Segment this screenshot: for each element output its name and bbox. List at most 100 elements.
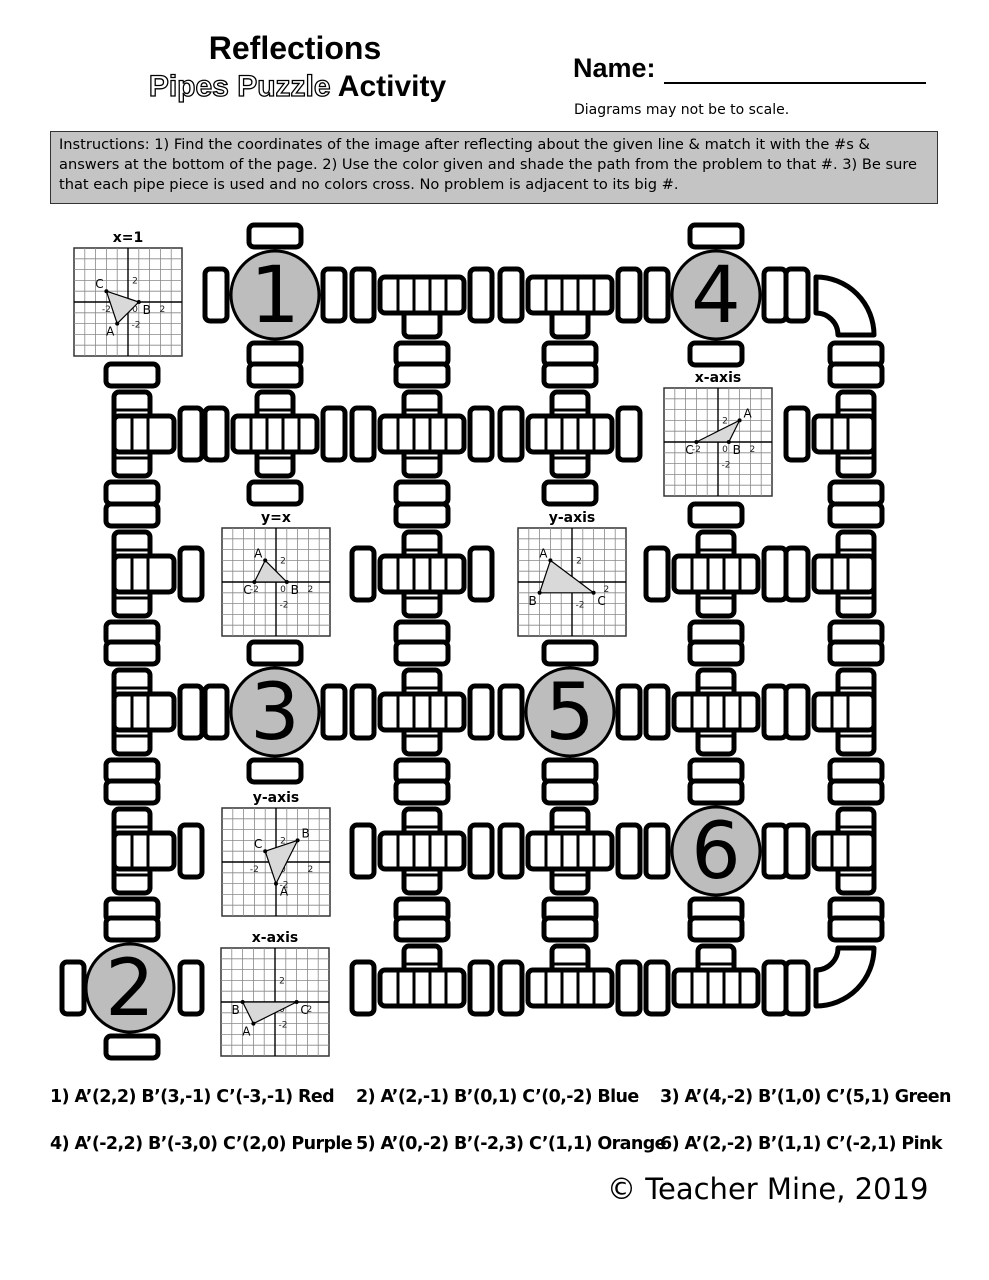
pipe-piece-r2-c2[interactable]	[202, 361, 348, 507]
pipe-end-left[interactable]	[783, 405, 811, 463]
pipe-end-right[interactable]	[177, 683, 205, 741]
pipe-end-top[interactable]	[687, 501, 745, 529]
pipe-end-right[interactable]	[467, 683, 495, 741]
pipe-end-left[interactable]	[643, 959, 671, 1017]
pipe-piece-r4-c3[interactable]	[349, 639, 495, 785]
pipe-end-top[interactable]	[687, 915, 745, 943]
pipe-piece-r5-c3[interactable]	[349, 778, 495, 924]
pipe-end-left[interactable]	[783, 959, 811, 1017]
pipe-horizontal[interactable]	[525, 967, 615, 1009]
pipe-piece-r5-c4[interactable]	[497, 778, 643, 924]
pipe-end-left[interactable]	[783, 683, 811, 741]
pipe-end-bottom[interactable]	[393, 479, 451, 507]
pipe-end-right[interactable]	[615, 405, 643, 463]
pipe-piece-r4-c6[interactable]	[783, 639, 885, 785]
pipe-end-left[interactable]	[643, 822, 671, 880]
pipe-horizontal[interactable]	[230, 413, 320, 455]
pipe-end-left[interactable]	[349, 959, 377, 1017]
pipe-end-top[interactable]	[393, 361, 451, 389]
pipe-end-left[interactable]	[643, 683, 671, 741]
pipe-horizontal[interactable]	[525, 413, 615, 455]
pipe-piece-r3-c3[interactable]	[349, 501, 495, 647]
pipe-horizontal[interactable]	[111, 691, 177, 733]
pipe-end-left[interactable]	[497, 683, 525, 741]
pipe-piece-r3-c6[interactable]	[783, 501, 885, 647]
pipe-end-left[interactable]	[497, 959, 525, 1017]
pipe-piece-r5-c6[interactable]	[783, 778, 885, 924]
pipe-end-right[interactable]	[320, 683, 348, 741]
pipe-end-top[interactable]	[246, 361, 304, 389]
pipe-horizontal[interactable]	[811, 830, 877, 872]
number-circle-1[interactable]: 1	[229, 249, 321, 341]
pipe-piece-r5-c1[interactable]	[103, 778, 205, 924]
pipe-piece-r2-c1[interactable]	[103, 361, 205, 507]
pipe-piece-r1-c5[interactable]	[643, 222, 789, 368]
number-circle-5[interactable]: 5	[524, 666, 616, 758]
pipe-piece-r4-c2[interactable]	[202, 639, 348, 785]
pipe-end-bottom[interactable]	[687, 340, 745, 368]
pipe-horizontal[interactable]	[377, 691, 467, 733]
pipe-piece-r3-c5[interactable]	[643, 501, 789, 647]
pipe-horizontal[interactable]	[811, 553, 877, 595]
pipe-end-left[interactable]	[783, 266, 811, 324]
pipe-end-top[interactable]	[103, 639, 161, 667]
pipe-horizontal[interactable]	[811, 413, 877, 455]
number-circle-4[interactable]: 4	[670, 249, 762, 341]
pipe-end-left[interactable]	[349, 266, 377, 324]
number-circle-3[interactable]: 3	[229, 666, 321, 758]
pipe-end-top[interactable]	[103, 501, 161, 529]
pipe-horizontal[interactable]	[671, 691, 761, 733]
pipe-horizontal[interactable]	[377, 553, 467, 595]
pipe-horizontal[interactable]	[811, 691, 877, 733]
pipe-piece-r3-c1[interactable]	[103, 501, 205, 647]
pipe-end-left[interactable]	[783, 545, 811, 603]
pipe-end-right[interactable]	[467, 405, 495, 463]
pipe-end-bottom[interactable]	[103, 1033, 161, 1061]
pipe-end-top[interactable]	[541, 778, 599, 806]
pipe-end-top[interactable]	[541, 639, 599, 667]
pipe-piece-r6-c4[interactable]	[497, 915, 643, 1017]
pipe-piece-r6-c5[interactable]	[643, 915, 789, 1017]
pipe-end-top[interactable]	[687, 222, 745, 250]
pipe-end-top[interactable]	[103, 361, 161, 389]
pipe-end-right[interactable]	[177, 822, 205, 880]
pipe-end-top[interactable]	[827, 639, 885, 667]
pipe-horizontal[interactable]	[525, 830, 615, 872]
pipe-end-left[interactable]	[643, 545, 671, 603]
pipe-end-right[interactable]	[467, 545, 495, 603]
pipe-piece-r6-c3[interactable]	[349, 915, 495, 1017]
pipe-piece-r1-c3[interactable]	[349, 266, 495, 368]
pipe-end-left[interactable]	[783, 822, 811, 880]
pipe-horizontal[interactable]	[111, 413, 177, 455]
pipe-end-top[interactable]	[541, 361, 599, 389]
pipe-end-right[interactable]	[761, 822, 789, 880]
pipe-end-right[interactable]	[320, 266, 348, 324]
pipe-end-left[interactable]	[202, 683, 230, 741]
pipe-end-top[interactable]	[827, 915, 885, 943]
pipe-end-right[interactable]	[177, 545, 205, 603]
pipe-end-top[interactable]	[827, 361, 885, 389]
pipe-piece-r4-c1[interactable]	[103, 639, 205, 785]
number-circle-6[interactable]: 6	[670, 805, 762, 897]
number-circle-2[interactable]: 2	[84, 942, 176, 1034]
pipe-end-left[interactable]	[349, 822, 377, 880]
pipe-end-left[interactable]	[202, 266, 230, 324]
pipe-end-right[interactable]	[467, 822, 495, 880]
pipe-horizontal[interactable]	[377, 830, 467, 872]
pipe-piece-r6-c6[interactable]	[783, 915, 885, 1017]
pipe-end-right[interactable]	[615, 266, 643, 324]
pipe-end-top[interactable]	[393, 639, 451, 667]
pipe-end-right[interactable]	[177, 959, 205, 1017]
pipe-end-top[interactable]	[246, 639, 304, 667]
pipe-elbow[interactable]	[813, 274, 877, 338]
pipe-end-bottom[interactable]	[103, 479, 161, 507]
pipe-end-top[interactable]	[541, 915, 599, 943]
pipe-horizontal[interactable]	[671, 967, 761, 1009]
pipe-end-left[interactable]	[349, 545, 377, 603]
pipe-end-left[interactable]	[497, 822, 525, 880]
pipe-end-right[interactable]	[761, 266, 789, 324]
pipe-piece-r2-c3[interactable]	[349, 361, 495, 507]
pipe-horizontal[interactable]	[525, 274, 615, 316]
pipe-end-top[interactable]	[393, 915, 451, 943]
pipe-horizontal[interactable]	[377, 274, 467, 316]
